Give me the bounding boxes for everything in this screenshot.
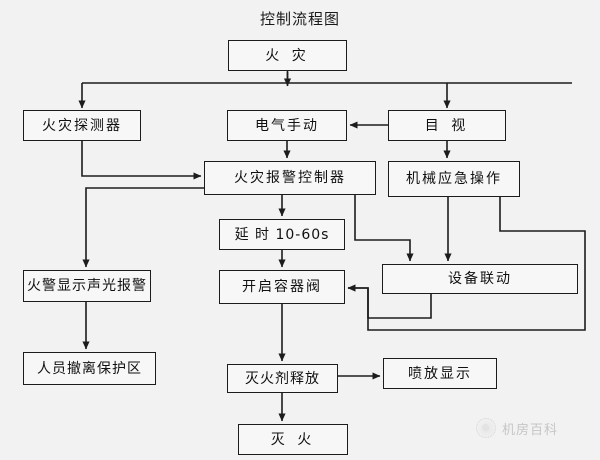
node-evacuate-protected-zone[interactable]: 人员撤离保护区 [23, 352, 156, 385]
node-fire-detector[interactable]: 火灾探测器 [23, 110, 141, 141]
node-fire-alarm-display[interactable]: 火警显示声光报警 [23, 270, 151, 302]
node-electric-manual[interactable]: 电气手动 [227, 110, 347, 141]
page-title: 控制流程图 [259, 10, 340, 28]
node-visual[interactable]: 目 视 [388, 110, 506, 141]
watermark: 机房百科 [476, 418, 558, 438]
node-open-container-valve[interactable]: 开启容器阀 [219, 270, 345, 304]
sparkle-logo-icon [476, 418, 496, 438]
edge-devlink-to-openvalve [347, 284, 432, 319]
node-fire[interactable]: 火 灾 [228, 40, 347, 71]
node-device-linkage[interactable]: 设备联动 [382, 264, 578, 294]
node-agent-release[interactable]: 灭火剂释放 [227, 364, 338, 393]
edge-alarmctrl-to-firedisp [82, 187, 204, 268]
edge-alarmctrl-to-devlink [354, 195, 414, 262]
node-extinguish[interactable]: 灭 火 [238, 424, 348, 455]
node-mechanical-emergency[interactable]: 机械应急操作 [388, 161, 520, 197]
edge-detector-to-alarmctrl [81, 141, 202, 180]
watermark-text: 机房百科 [502, 422, 559, 438]
node-alarm-controller[interactable]: 火灾报警控制器 [204, 161, 376, 195]
node-delay[interactable]: 延 时 10-60s [219, 219, 345, 250]
node-spray-display[interactable]: 喷放显示 [383, 358, 497, 389]
